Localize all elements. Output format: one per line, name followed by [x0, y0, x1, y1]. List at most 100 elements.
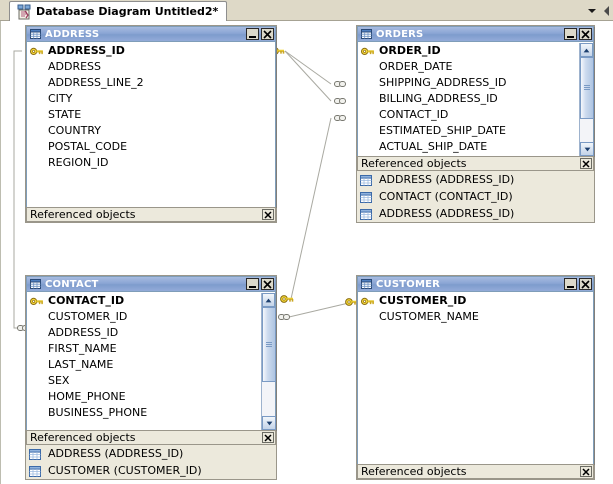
column-name: ADDRESS [48, 60, 102, 73]
vertical-scrollbar-orders[interactable] [579, 43, 594, 156]
primary-key-icon [361, 46, 375, 56]
table-titlebar-contact[interactable]: CONTACT [27, 277, 275, 292]
column-row[interactable]: SEX [27, 373, 261, 389]
chevron-down-icon[interactable] [588, 8, 596, 13]
column-row[interactable]: CONTACT_ID [358, 107, 579, 123]
column-row[interactable]: ORDER_DATE [358, 59, 579, 75]
referenced-objects-label: Referenced objects [361, 157, 467, 170]
column-name: SEX [48, 374, 70, 387]
close-button[interactable] [579, 278, 592, 290]
column-row[interactable]: STATE [27, 107, 275, 123]
column-row[interactable]: ACTUAL_SHIP_DATE [358, 139, 579, 155]
minimize-button[interactable] [564, 28, 577, 40]
column-row[interactable]: POSTAL_CODE [27, 139, 275, 155]
scroll-down-button[interactable] [580, 142, 594, 156]
table-titlebar-address[interactable]: ADDRESS [27, 27, 275, 42]
referenced-object-item[interactable]: CUSTOMER (CUSTOMER_ID) [26, 462, 276, 479]
column-row[interactable]: ORDER_ID [358, 43, 579, 59]
column-name: STATE [48, 108, 82, 121]
referenced-object-label: ADDRESS (ADDRESS_ID) [379, 173, 515, 186]
column-row[interactable]: CUSTOMER_ID [27, 309, 261, 325]
scroll-down-button[interactable] [262, 416, 276, 430]
column-row[interactable]: COUNTRY [27, 123, 275, 139]
scroll-up-button[interactable] [262, 293, 275, 307]
column-row[interactable]: CITY [27, 91, 275, 107]
scroll-thumb[interactable] [262, 307, 276, 382]
table-window-buttons [246, 28, 274, 40]
column-name: ADDRESS_ID [48, 326, 119, 339]
column-name: REGION_ID [48, 156, 109, 169]
endpoint-link-icon [278, 314, 290, 320]
table-reference-icon [29, 448, 41, 460]
referenced-object-item[interactable]: ADDRESS (ADDRESS_ID) [357, 171, 594, 188]
column-name: COUNTRY [48, 124, 101, 137]
close-button[interactable] [261, 28, 274, 40]
referenced-objects-bar-contact[interactable]: Referenced objects [26, 430, 276, 445]
referenced-objects-bar-customer[interactable]: Referenced objects [357, 464, 594, 479]
table-title: CUSTOMER [376, 278, 441, 290]
primary-key-icon [30, 46, 44, 56]
column-row[interactable]: BILLING_ADDRESS_ID [358, 91, 579, 107]
minimize-button[interactable] [246, 28, 259, 40]
column-name: SHIPPING_ADDRESS_ID [379, 76, 507, 89]
close-button[interactable] [261, 278, 274, 290]
column-row[interactable]: ADDRESS_ID [27, 43, 275, 59]
referenced-object-item[interactable]: ADDRESS (ADDRESS_ID) [26, 445, 276, 462]
column-row[interactable]: BUSINESS_PHONE [27, 405, 261, 421]
column-row[interactable]: LAST_NAME [27, 357, 261, 373]
column-row[interactable]: ESTIMATED_SHIP_DATE [358, 123, 579, 139]
endpoint-link-icon [334, 98, 346, 104]
referenced-objects-label: Referenced objects [30, 431, 136, 444]
referenced-objects-bar-orders[interactable]: Referenced objects [357, 156, 594, 171]
column-name: ESTIMATED_SHIP_DATE [379, 124, 506, 137]
panel-close-button[interactable] [580, 466, 592, 477]
table-titlebar-customer[interactable]: CUSTOMER [358, 277, 593, 292]
table-window-buttons [564, 278, 592, 290]
close-button[interactable] [579, 28, 592, 40]
column-row[interactable]: CUSTOMER_ID [358, 293, 593, 309]
column-row[interactable]: CONTACT_ID [27, 293, 261, 309]
column-name: ADDRESS_LINE_2 [48, 76, 144, 89]
referenced-object-item[interactable]: CONTACT (CONTACT_ID) [357, 188, 594, 205]
referenced-objects-bar-address[interactable]: Referenced objects [26, 207, 276, 222]
table-reference-icon [29, 465, 41, 477]
panel-close-button[interactable] [262, 432, 274, 443]
column-row[interactable]: ADDRESS_ID [27, 325, 261, 341]
scroll-thumb[interactable] [580, 57, 594, 119]
chevron-left-icon[interactable] [604, 5, 609, 16]
table-titlebar-orders[interactable]: ORDERS [358, 27, 593, 42]
minimize-button[interactable] [246, 278, 259, 290]
column-row[interactable]: FIRST_NAME [27, 341, 261, 357]
column-name: POSTAL_CODE [48, 140, 128, 153]
column-row[interactable]: SHIPPING_ADDRESS_ID [358, 75, 579, 91]
scroll-up-button[interactable] [580, 43, 593, 57]
table-title: ADDRESS [45, 28, 100, 40]
column-row[interactable]: HOME_PHONE [27, 389, 261, 405]
column-name: CONTACT_ID [48, 294, 125, 307]
panel-close-button[interactable] [262, 209, 274, 220]
minimize-button[interactable] [564, 278, 577, 290]
column-row[interactable]: ADDRESS [27, 59, 275, 75]
panel-close-button[interactable] [580, 158, 592, 169]
referenced-objects-list-orders[interactable]: ADDRESS (ADDRESS_ID)CONTACT (CONTACT_ID)… [357, 171, 594, 222]
column-row[interactable]: REGION_ID [27, 155, 275, 171]
referenced-object-item[interactable]: ADDRESS (ADDRESS_ID) [357, 205, 594, 222]
referenced-objects-list-contact[interactable]: ADDRESS (ADDRESS_ID) CUSTOMER (CUSTOMER_I… [26, 445, 276, 479]
column-row[interactable]: ADDRESS_LINE_2 [27, 75, 275, 91]
endpoint-link-icon [334, 81, 346, 87]
vertical-scrollbar-contact[interactable] [261, 293, 276, 430]
column-row[interactable]: CUSTOMER_NAME [358, 309, 593, 325]
tab-database-diagram[interactable]: Database Diagram Untitled2* [9, 1, 228, 22]
table-reference-icon [360, 191, 372, 203]
referenced-object-label: ADDRESS (ADDRESS_ID) [48, 447, 184, 460]
